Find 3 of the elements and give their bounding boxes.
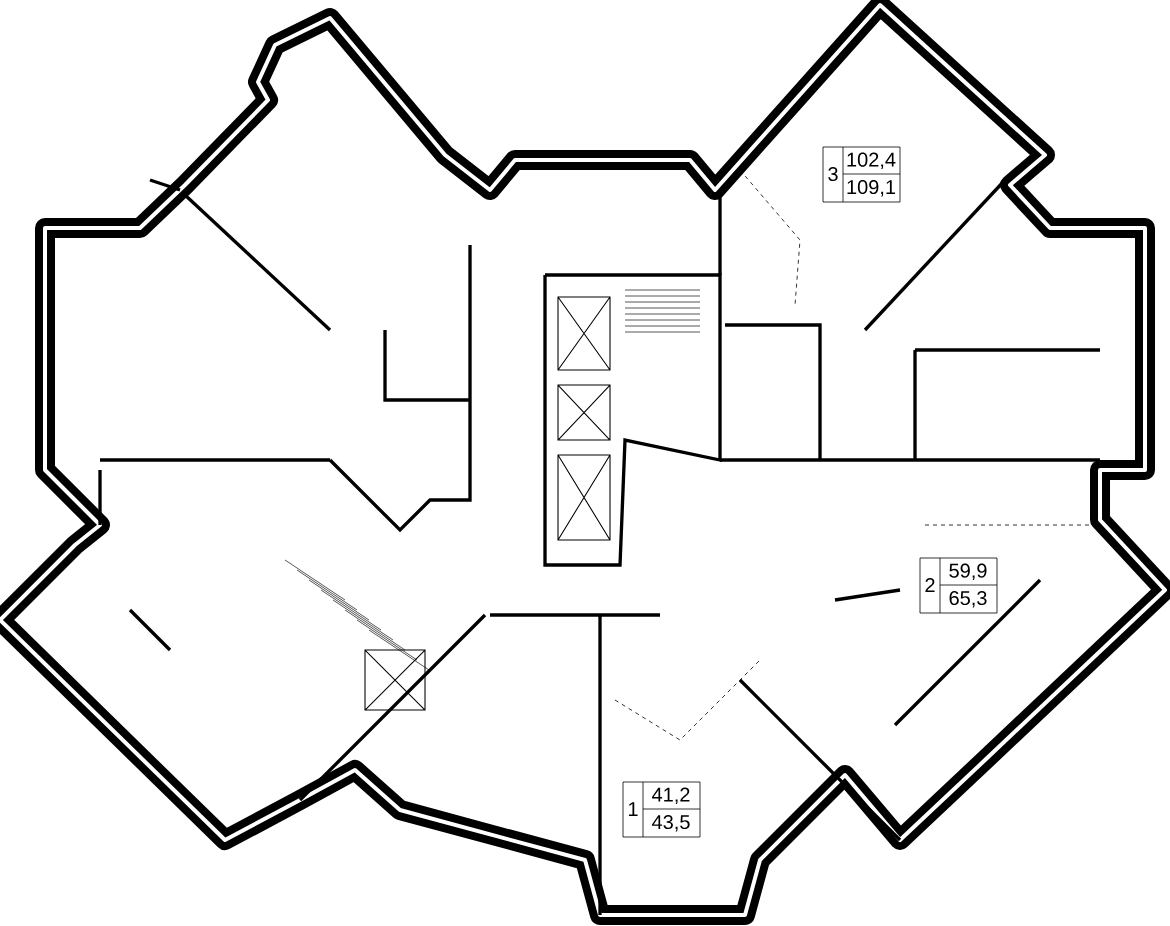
- area-table: 3 102,4 109,1: [822, 146, 901, 203]
- area-table: 1 41,2 43,5: [622, 781, 701, 838]
- area-table: 2 59,9 65,3: [919, 557, 998, 614]
